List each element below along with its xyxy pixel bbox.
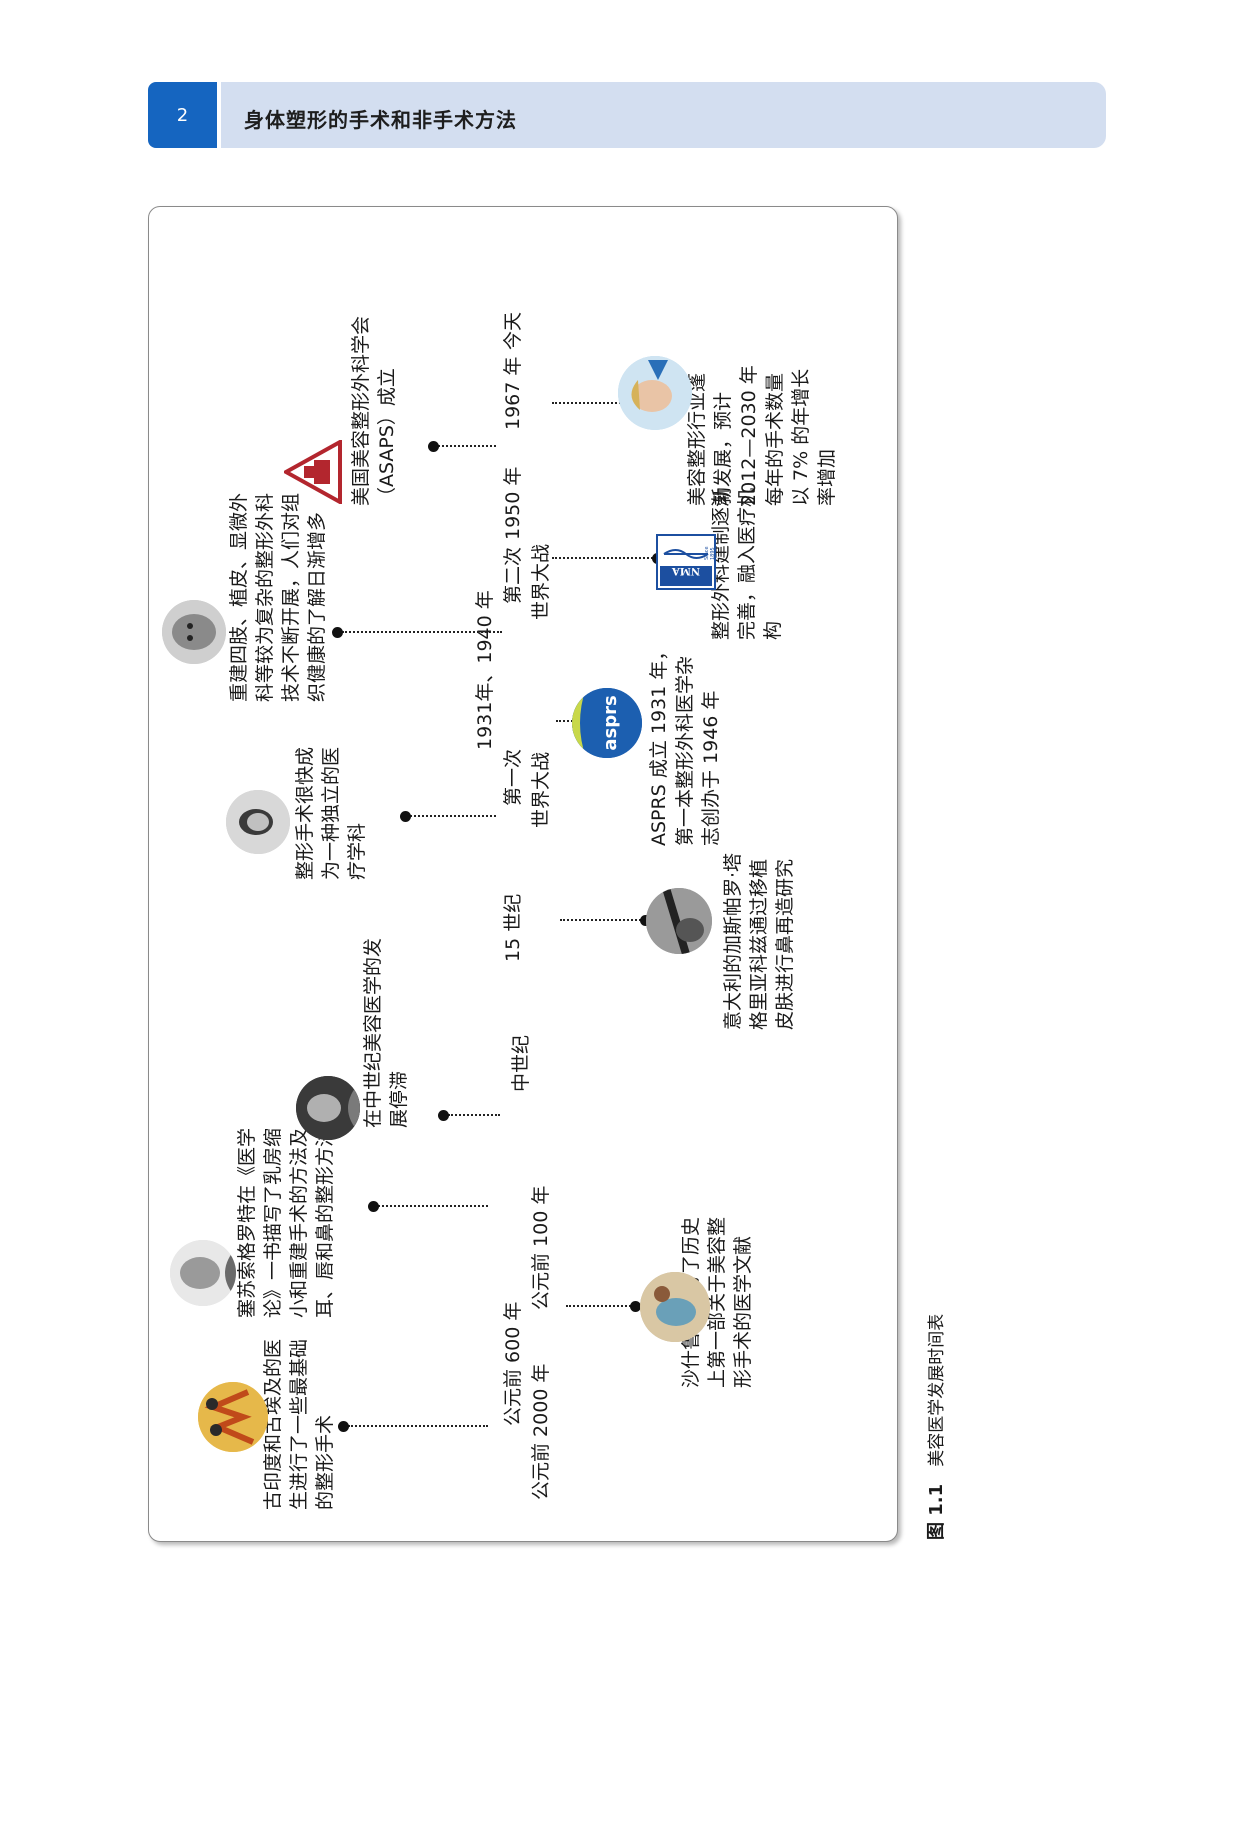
asprs-logo: asprs [572,688,642,758]
tagliacozzi-image [646,888,712,954]
event-tagliacozzi: 意大利的加斯帕罗·塔格里亚科兹通过移植皮肤进行鼻再造研究 [722,852,796,1030]
caption-text: 美容医学发展时间表 [927,1313,947,1467]
event-celsus: 塞苏索格罗特在《医学论》一书描写了乳房缩小和重建手术的方法及耳、唇和鼻的整形方法 [236,1127,336,1318]
ww1-portrait [226,790,290,854]
event-ancient-india-egypt: 古印度和古埃及的医生进行了一些最基础的整形手术 [262,1338,336,1510]
event-1950: 整形外科建制逐渐完善，融入医疗机构 [710,487,784,640]
year-1950: 1950 年 [502,466,524,540]
connector-dot-e8 [332,627,343,638]
asaps-logo [281,438,342,506]
today-patient-image [618,356,692,430]
year-1967: 1967 年 [502,356,524,430]
ww2-portrait [162,600,226,664]
event-ww2: 重建四肢、植皮、显微外科等较为复杂的整形外科技术不断开展，人们对组织健康的了解日… [228,492,328,702]
connector-dot-e3 [368,1201,379,1212]
middle-ages-portrait [296,1076,360,1140]
header-band [221,82,1106,148]
celsus-portrait [170,1240,236,1306]
svg-text:asprs: asprs [600,695,621,750]
connector-e1 [348,1425,488,1427]
connector-e3 [378,1205,488,1207]
connector-e5 [560,919,644,921]
year-600bc: 公元前 600 年 [502,1301,524,1426]
year-2000bc: 公元前 2000 年 [530,1363,552,1500]
event-asaps: 美国美容整形外科学会（ASAPS）成立 [350,315,398,506]
connector-e6 [410,815,496,817]
nma-since-text: Since 1895 [704,546,716,560]
timeline-canvas: 公元前 2000 年 公元前 600 年 公元前 100 年 中世纪 15 世纪… [148,206,896,1540]
connector-dot-e4 [438,1110,449,1121]
connector-e2 [566,1305,634,1307]
year-ww2-b: 世界大战 [530,543,552,620]
page-number: 2 [148,82,217,148]
page-title: 身体塑形的手术和非手术方法 [244,108,517,132]
year-today: 今天 [502,311,524,350]
connector-dot-e6 [400,811,411,822]
connector-dot-e1 [338,1421,349,1432]
connector-dot-e10 [428,441,439,452]
year-middle-ages: 中世纪 [510,1034,532,1092]
year-100bc: 公元前 100 年 [530,1185,552,1310]
event-ww1: 整形手术很快成为一种独立的医疗学科 [294,746,368,880]
connector-e8 [342,631,502,633]
event-middle-ages: 在中世纪美容医学的发展停滞 [362,937,410,1128]
svg-text:NMA: NMA [672,565,700,576]
connector-e4 [448,1114,500,1116]
nma-logo: NMA Since 1895 [656,534,716,590]
connector-e11 [552,402,628,404]
year-15th-century: 15 世纪 [502,893,524,962]
year-ww2-a: 第二次 [502,546,524,604]
year-ww1-a: 第一次 [502,748,524,806]
year-1931-1940: 1931年、1940 年 [474,590,496,750]
ancient-egypt-image [198,1382,268,1452]
caption-label: 图 1.1 [926,1483,947,1540]
event-asprs: ASPRS 成立 1931 年，第一本整形外科医学杂志创办于 1946 年 [648,641,722,846]
year-ww1-b: 世界大战 [530,751,552,828]
figure-frame [148,206,898,1542]
figure-caption: 图 1.1 美容医学发展时间表 [922,1314,962,1840]
connector-e10 [438,445,496,447]
connector-e9 [552,557,656,559]
timeline-figure: 公元前 2000 年 公元前 600 年 公元前 100 年 中世纪 15 世纪… [148,206,896,1540]
sushruta-image [640,1272,710,1342]
